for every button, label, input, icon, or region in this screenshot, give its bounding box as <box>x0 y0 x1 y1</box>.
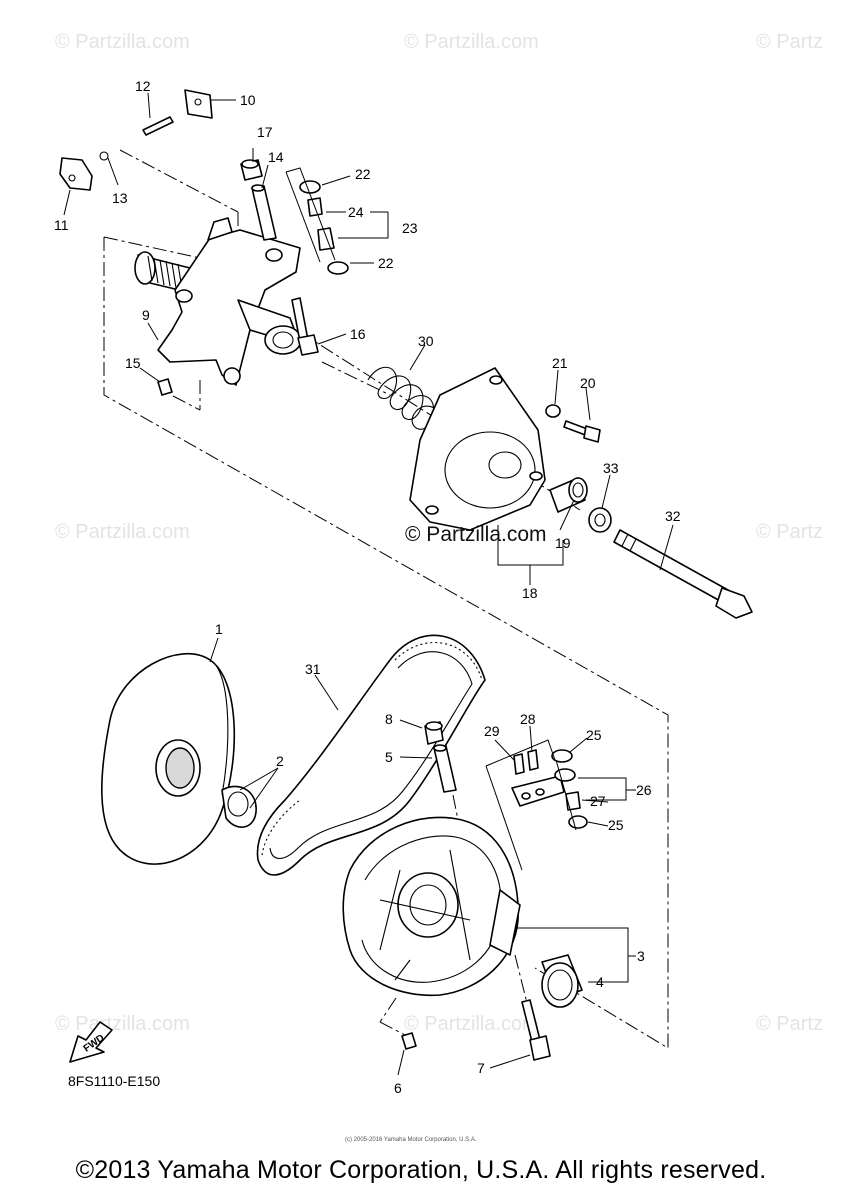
callout-25-top: 25 <box>586 727 602 743</box>
callout-17: 17 <box>257 124 273 140</box>
callout-1: 1 <box>215 621 223 637</box>
callout-20: 20 <box>580 375 596 391</box>
callout-4: 4 <box>596 974 604 990</box>
split-bushing <box>221 785 257 828</box>
callout-8: 8 <box>385 711 393 727</box>
callout-13: 13 <box>112 190 128 206</box>
diagram-code: 8FS1110-E150 <box>68 1073 161 1089</box>
callout-23: 23 <box>402 220 418 236</box>
callout-7: 7 <box>477 1060 485 1076</box>
long-bolt <box>613 529 753 619</box>
callout-10: 10 <box>240 92 256 108</box>
callout-22-top: 22 <box>355 166 371 182</box>
callout-33: 33 <box>603 460 619 476</box>
movable-sheave <box>342 816 521 997</box>
bushing <box>549 477 588 513</box>
drive-belt <box>256 634 486 876</box>
watermark-bottom-middle: © Partzilla.com <box>404 1013 539 1035</box>
callout-31: 31 <box>305 661 321 677</box>
spider-assembly <box>134 217 302 386</box>
roller-arm <box>485 739 588 871</box>
watermark-top-left: © Partzilla.com <box>55 31 190 53</box>
watermark-bottom-right: © Partz <box>756 1013 823 1035</box>
callout-30: 30 <box>418 333 434 349</box>
watermark-mid-left: © Partzilla.com <box>55 521 190 543</box>
spider-fasteners <box>157 159 319 396</box>
watermark-top-right: © Partz <box>756 31 823 53</box>
callout-3: 3 <box>637 948 645 964</box>
callout-28: 28 <box>520 711 536 727</box>
spring <box>367 366 442 430</box>
fixed-sheave <box>101 652 236 865</box>
callout-9: 9 <box>142 307 150 323</box>
callout-5: 5 <box>385 749 393 765</box>
callout-22-bottom: 22 <box>378 255 394 271</box>
tiny-copyright: (c) 2005-2016 Yamaha Motor Corporation, … <box>345 1137 477 1143</box>
callout-2: 2 <box>276 753 284 769</box>
sheave-bushing <box>541 954 583 1008</box>
callout-12: 12 <box>135 78 151 94</box>
pin-and-ring <box>99 116 174 161</box>
weight-blocks <box>59 89 213 191</box>
roller-washers <box>285 167 349 275</box>
callout-26: 26 <box>636 782 652 798</box>
bolt-washer <box>588 507 612 533</box>
callout-14: 14 <box>268 149 284 165</box>
callout-21: 21 <box>552 355 568 371</box>
callout-18: 18 <box>522 585 538 601</box>
callout-27: 27 <box>590 793 606 809</box>
callout-29: 29 <box>484 723 500 739</box>
callout-15: 15 <box>125 355 141 371</box>
callout-6: 6 <box>394 1080 402 1096</box>
watermark-bottom-left: © Partzilla.com <box>55 1013 190 1035</box>
callout-11: 11 <box>54 217 69 233</box>
watermarks: © Partzilla.com © Partzilla.com © Partz … <box>55 31 823 1035</box>
cover-bolt <box>545 404 601 443</box>
sheave-fasteners <box>401 721 551 1061</box>
callout-24: 24 <box>348 204 364 220</box>
watermark-top-middle: © Partzilla.com <box>404 31 539 53</box>
copyright-notice: ©2013 Yamaha Motor Corporation, U.S.A. A… <box>75 1156 767 1184</box>
callout-32: 32 <box>665 508 681 524</box>
clutch-cover <box>409 367 546 531</box>
watermark-center: © Partzilla.com <box>405 523 547 546</box>
callout-numbers: 12 10 17 14 13 11 22 24 23 22 9 16 30 15… <box>54 78 681 1096</box>
callout-16: 16 <box>350 326 366 342</box>
callout-25-bottom: 25 <box>608 817 624 833</box>
leader-lines <box>63 92 674 1076</box>
callout-19: 19 <box>555 535 571 551</box>
watermark-mid-right: © Partz <box>756 521 823 543</box>
